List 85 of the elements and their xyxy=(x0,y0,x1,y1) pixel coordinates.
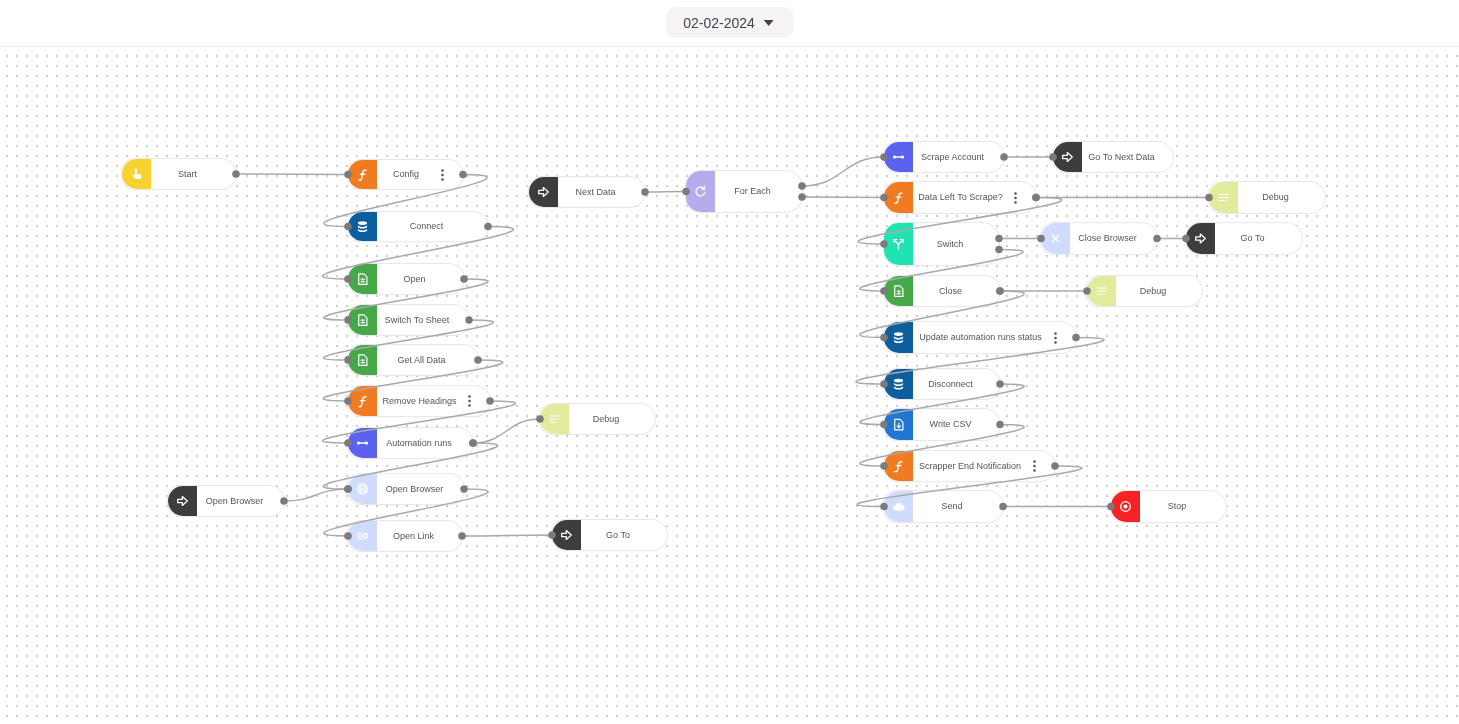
step-node xyxy=(1209,182,1325,213)
step-node xyxy=(884,491,1003,522)
connector xyxy=(798,153,888,190)
step-node xyxy=(348,264,464,294)
node-label: Go To xyxy=(606,529,630,541)
connector xyxy=(323,485,489,540)
node-label: Debug xyxy=(592,413,620,425)
connector xyxy=(641,187,690,196)
node-label: Start xyxy=(178,168,197,180)
connector xyxy=(995,234,1045,243)
step-node xyxy=(686,171,802,212)
node-label: Debug xyxy=(1139,285,1167,297)
step-node xyxy=(348,160,463,189)
node-label: Open Browser xyxy=(385,483,444,495)
step-node xyxy=(348,428,473,458)
node-label: Go To xyxy=(1240,233,1265,244)
connector xyxy=(856,333,1104,388)
node-label: Scrape Account xyxy=(920,151,984,163)
node-label: Close Browser xyxy=(1078,233,1137,244)
connector xyxy=(857,462,1082,511)
node-label: Get All Data xyxy=(397,354,446,366)
step-node xyxy=(1087,276,1202,306)
connector xyxy=(1000,153,1057,161)
node-label: Open xyxy=(403,273,426,285)
connector xyxy=(232,170,352,179)
node-label: Scrapper End Notification xyxy=(918,460,1022,472)
step-node xyxy=(168,486,284,516)
node-label: Automation runs xyxy=(386,437,452,449)
step-node xyxy=(348,521,462,551)
step-node xyxy=(1111,491,1226,522)
step-node xyxy=(884,409,1000,440)
node-label: For Each xyxy=(734,186,771,197)
step-node xyxy=(529,177,645,207)
step-node xyxy=(884,223,999,265)
node-label: Debug xyxy=(1262,192,1289,203)
connector xyxy=(859,380,1025,429)
connector xyxy=(322,222,514,283)
step-node xyxy=(884,369,1000,399)
node-label: Disconnect xyxy=(928,378,973,390)
step-node xyxy=(884,322,1076,353)
node-label: Write CSV xyxy=(929,419,972,430)
connector xyxy=(859,287,1025,342)
step-node xyxy=(348,305,469,335)
connector xyxy=(323,170,488,231)
node-label: Remove Headings xyxy=(382,395,457,407)
connector xyxy=(322,397,516,447)
connector xyxy=(859,420,1025,470)
connector xyxy=(323,316,494,364)
connector xyxy=(999,502,1115,511)
connector xyxy=(280,485,352,505)
step-node xyxy=(1053,142,1173,172)
step-node xyxy=(552,520,667,550)
step-node xyxy=(348,212,488,241)
step-node xyxy=(884,182,1036,213)
node-label: Close xyxy=(939,285,962,297)
step-node xyxy=(884,276,1000,306)
node-label: Go To Next Data xyxy=(1088,151,1155,163)
node-label: Open Browser xyxy=(205,495,264,507)
step-node xyxy=(540,404,655,434)
step-node xyxy=(348,474,464,504)
node-label: Switch To Sheet xyxy=(384,314,450,326)
node-label: Connect xyxy=(409,221,444,232)
title-dropdown: 02-02-2024 xyxy=(665,7,794,38)
connector xyxy=(1153,234,1190,243)
step-node xyxy=(122,159,236,189)
step-node xyxy=(348,386,490,416)
node-label: Switch xyxy=(936,238,964,250)
connector xyxy=(798,193,888,202)
node-label: Next Data xyxy=(575,186,616,198)
node-label: Data Left To Scrape? xyxy=(918,192,1003,203)
step-node xyxy=(884,451,1055,481)
step-node xyxy=(884,142,1004,172)
connector xyxy=(458,531,556,540)
node-label: Send xyxy=(941,501,963,512)
connector xyxy=(858,193,1062,248)
node-label: Update automation runs status xyxy=(919,332,1042,343)
step-node xyxy=(1186,223,1302,254)
step-node xyxy=(1041,223,1157,254)
node-label: Config xyxy=(393,169,419,180)
connector xyxy=(323,356,503,405)
node-label: Stop xyxy=(1167,501,1187,512)
node-label: Open Link xyxy=(393,530,434,542)
connector xyxy=(859,245,1024,295)
connector xyxy=(323,275,489,324)
step-node xyxy=(348,345,478,375)
